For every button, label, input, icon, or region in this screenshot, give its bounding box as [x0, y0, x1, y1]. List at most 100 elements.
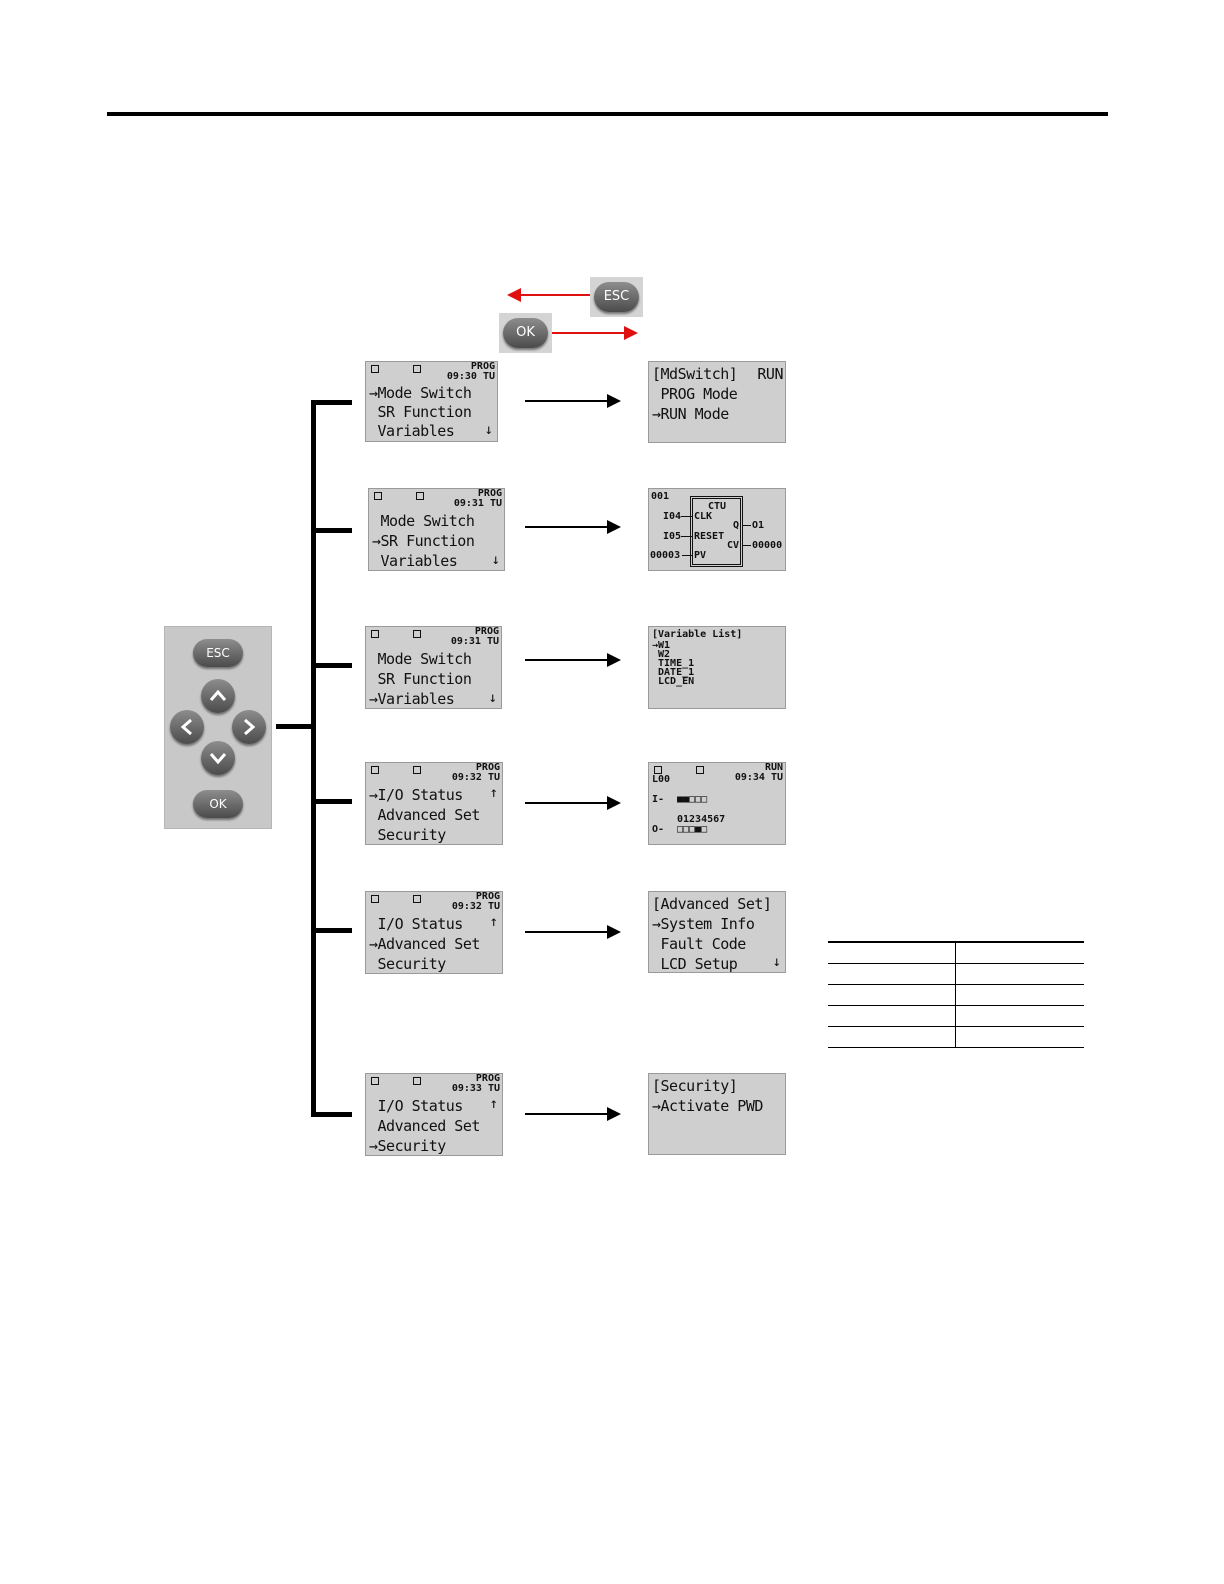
legend-esc-key: ESC — [590, 277, 643, 317]
status-time: 09:34 — [734, 772, 765, 783]
menu-line: →Advanced Set — [369, 935, 480, 953]
table-cell — [828, 963, 956, 985]
menu-line: SR Function — [369, 670, 472, 688]
menu-line: Fault Code — [652, 935, 747, 953]
status-time: 09:32 — [451, 772, 482, 783]
wire — [681, 536, 692, 537]
tree-branch-3 — [311, 663, 352, 668]
scroll-up-icon: ↑ — [489, 1096, 498, 1112]
menu-line: SR Function — [369, 403, 472, 421]
scroll-down-icon: ↓ — [772, 954, 781, 970]
menu-line: →SR Function — [372, 532, 475, 550]
status-day: TU — [486, 636, 499, 647]
left-arrow-icon[interactable] — [170, 710, 204, 744]
status-mode: PROG — [477, 488, 502, 499]
sr-function-screen: 001 CTU I04 CLK Q O1 I05 RESET CV 00000 … — [648, 488, 786, 571]
right-arrow-icon[interactable] — [232, 710, 266, 744]
menu-line: Variables — [369, 422, 455, 440]
output-cv: 00000 — [752, 540, 783, 551]
variable-item: →W1 — [652, 640, 671, 651]
status-mode: PROG — [474, 626, 499, 637]
menu-line: →I/O Status — [369, 786, 463, 804]
screen-title: [Security] — [652, 1077, 738, 1095]
table-cell — [955, 1026, 1084, 1048]
screen-title: [Advanced Set] — [652, 895, 772, 913]
table-cell — [828, 941, 956, 964]
keypad-esc-button[interactable]: ESC — [193, 639, 243, 667]
tree-branch-5 — [311, 928, 352, 933]
flow-arrow — [525, 925, 621, 939]
tree-branch-4 — [311, 799, 352, 804]
menu-line: →Variables — [369, 690, 455, 708]
table-cell — [828, 1026, 956, 1048]
table-cell — [955, 984, 1084, 1006]
menu-line: →Activate PWD — [652, 1097, 763, 1115]
pin-clk: CLK — [694, 511, 713, 522]
tree-trunk-line — [311, 400, 316, 1117]
keypad-ok-button[interactable]: OK — [193, 790, 243, 818]
variable-item: TIME_1 — [652, 658, 695, 669]
variable-item: W2 — [652, 649, 671, 660]
security-screen: [Security] →Activate PWD — [648, 1073, 786, 1155]
variable-item: LCD_EN — [652, 676, 695, 687]
pin-q: Q — [733, 520, 740, 531]
screen-title: [Variable List] — [652, 629, 743, 640]
status-day: TU — [487, 772, 500, 783]
table-row — [828, 1026, 1084, 1048]
menu-line: →System Info — [652, 915, 755, 933]
io-status-screen: RUN 09:34 TU L00 I- ■■□□□ 01234567 O- □□… — [648, 762, 786, 845]
down-arrow-icon[interactable] — [201, 741, 235, 775]
status-day: TU — [487, 901, 500, 912]
wire — [743, 545, 751, 546]
input-clk: I04 — [663, 511, 682, 522]
flow-arrow — [525, 394, 621, 408]
status-time: 09:31 — [450, 636, 481, 647]
pin-pv: PV — [694, 550, 707, 561]
keypad: ESC OK — [164, 626, 272, 829]
table-cell — [955, 941, 1084, 964]
pin-cv: CV — [727, 540, 740, 551]
menu-screen-5: PROG 09:32 TU I/O Status →Advanced Set S… — [365, 891, 503, 974]
input-prefix: I- — [652, 794, 665, 805]
status-mode: PROG — [475, 1073, 500, 1084]
menu-line: →Security — [369, 1137, 446, 1155]
wire — [743, 525, 751, 526]
menu-line: →RUN Mode — [652, 405, 729, 423]
flow-arrow — [525, 1107, 621, 1121]
status-mode: PROG — [470, 361, 495, 372]
table-cell — [828, 1005, 956, 1027]
flow-arrow — [525, 796, 621, 810]
status-day: TU — [487, 1083, 500, 1094]
table-row — [828, 941, 1084, 964]
menu-line: Variables — [372, 552, 458, 570]
io-label: L00 — [652, 774, 671, 785]
status-day: TU — [770, 772, 783, 783]
status-time: 09:32 — [451, 901, 482, 912]
function-block — [690, 496, 743, 567]
variable-item: DATE_1 — [652, 667, 695, 678]
variable-list-screen: [Variable List] →W1 W2 TIME_1 DATE_1 LCD… — [648, 626, 786, 709]
status-mode: RUN — [764, 762, 783, 773]
legend-ok-label: OK — [503, 318, 548, 348]
status-mode: PROG — [475, 762, 500, 773]
output-prefix: O- — [652, 824, 665, 835]
table-cell — [955, 963, 1084, 985]
menu-line: Security — [369, 826, 447, 844]
menu-screen-4: PROG 09:32 TU →I/O Status Advanced Set S… — [365, 762, 503, 845]
up-arrow-icon[interactable] — [201, 679, 235, 713]
tree-branch-2 — [311, 528, 352, 533]
output-q: O1 — [752, 520, 765, 531]
status-time: 09:31 — [453, 498, 484, 509]
info-table — [828, 941, 1084, 1048]
status-day: TU — [489, 498, 502, 509]
scroll-up-icon: ↑ — [489, 785, 498, 801]
menu-line: LCD Setup — [652, 955, 738, 973]
output-index: 01234567 — [677, 814, 726, 825]
menu-screen-3: PROG 09:31 TU Mode Switch SR Function →V… — [365, 626, 502, 709]
input-reset: I05 — [663, 531, 682, 542]
status-time: 09:30 — [446, 371, 477, 382]
menu-line: Advanced Set — [369, 1117, 481, 1135]
output-bits: □□□■□ — [677, 824, 708, 835]
menu-line: I/O Status — [369, 1097, 464, 1115]
menu-screen-6: PROG 09:33 TU I/O Status Advanced Set →S… — [365, 1073, 503, 1156]
